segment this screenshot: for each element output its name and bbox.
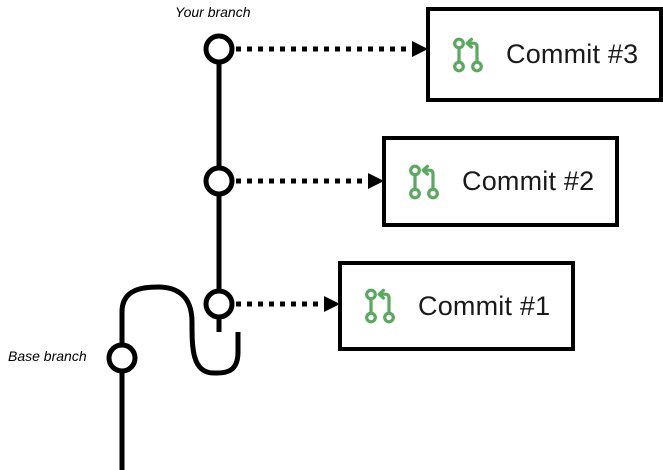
base-branch-node: [106, 342, 138, 374]
connector-1-arrowhead: [324, 296, 340, 312]
git-pull-request-icon: [453, 37, 483, 72]
connector-to-commit-1: [236, 296, 340, 312]
your-branch-node-1: [203, 288, 235, 320]
connector-3-arrowhead: [412, 41, 428, 57]
git-pull-request-icon: [409, 164, 439, 199]
connector-to-commit-2: [236, 173, 384, 189]
commit-card-commit-3[interactable]: Commit #3: [426, 7, 663, 102]
your-branch-label: Your branch: [175, 4, 251, 20]
connector-2-arrowhead: [368, 173, 384, 189]
commit-card-label: Commit #3: [506, 39, 639, 69]
commit-card-commit-2[interactable]: Commit #2: [382, 136, 619, 227]
commit-card-label: Commit #1: [418, 290, 551, 321]
branch-fork-s-curve: [119, 284, 241, 376]
commit-card-label: Commit #2: [462, 166, 595, 196]
commit-card-commit-1[interactable]: Commit #1: [338, 261, 575, 351]
git-pull-request-icon: [365, 288, 395, 324]
your-branch-node-2: [203, 165, 235, 197]
base-branch-label: Base branch: [8, 348, 87, 364]
your-branch-node-3: [203, 33, 235, 65]
connector-to-commit-3: [236, 41, 428, 57]
